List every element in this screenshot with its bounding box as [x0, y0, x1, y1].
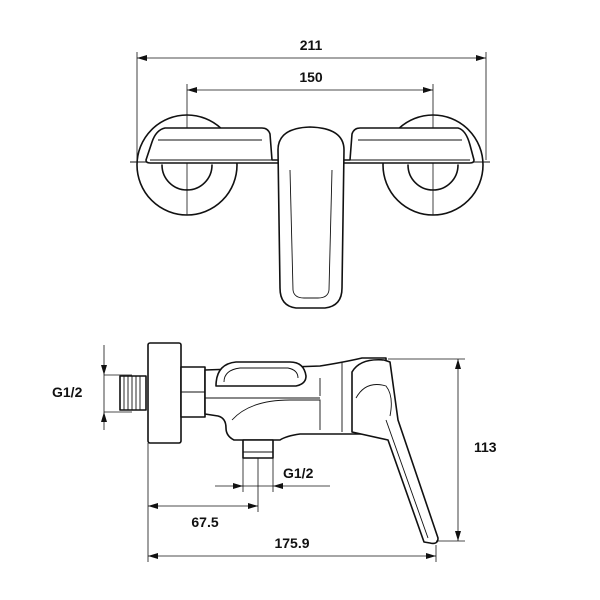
lever-handle-side [351, 358, 439, 545]
dimension-overall-width: 211 [136, 37, 487, 160]
overall-depth-label: 175.9 [274, 535, 309, 551]
dimension-outlet-offset: 67.5 [147, 443, 259, 562]
outlet-offset-label: 67.5 [191, 514, 218, 530]
outlet-thread-label: G1/2 [283, 465, 314, 481]
right-wall-flange [382, 114, 490, 216]
dimension-center-distance: 150 [186, 69, 434, 215]
dimension-inlet-thread: G1/2 [52, 345, 132, 430]
height-label: 113 [474, 439, 497, 455]
dimension-height: 113 [388, 358, 497, 542]
mixer-body-side [204, 357, 387, 441]
wall-flange-side [147, 342, 182, 444]
center-distance-label: 150 [299, 69, 323, 85]
dimension-outlet-thread: G1/2 [215, 458, 330, 492]
threaded-inlet [119, 375, 147, 411]
side-view: G1/2 [52, 342, 497, 562]
top-view: 211 150 [130, 37, 490, 309]
overall-width-label: 211 [300, 37, 323, 53]
inlet-thread-label: G1/2 [52, 384, 83, 400]
dimension-overall-depth: 175.9 [148, 535, 437, 562]
connector-nut [180, 366, 206, 418]
outlet-spout [242, 439, 274, 459]
lever-handle-top [277, 126, 345, 309]
